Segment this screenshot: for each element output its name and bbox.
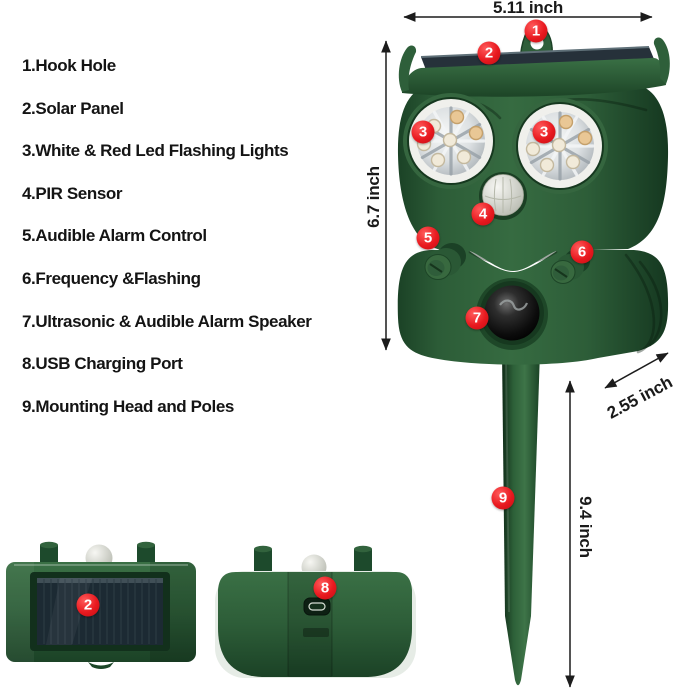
owl-device xyxy=(397,23,670,686)
feature-mounting-poles: 9.Mounting Head and Poles xyxy=(22,396,234,416)
solar-panel-top xyxy=(398,37,670,97)
callout-alarm-control: 5 xyxy=(416,226,440,250)
feature-pir-sensor: 4.PIR Sensor xyxy=(22,183,123,203)
back-view-solar xyxy=(6,541,196,669)
bottom-view-knob-left xyxy=(254,549,272,572)
back-view-knob-left xyxy=(40,545,58,563)
feature-usb-port: 8.USB Charging Port xyxy=(22,354,183,374)
led-eye-right xyxy=(512,98,608,194)
feature-led-lights: 3.White & Red Led Flashing Lights xyxy=(22,141,289,161)
mounting-stake xyxy=(502,352,540,686)
callout-led-left: 3 xyxy=(411,120,435,144)
alarm-speaker xyxy=(476,278,548,350)
callout-frequency-flashing: 6 xyxy=(570,240,594,264)
callout-led-right: 3 xyxy=(532,120,556,144)
bottom-view-usb xyxy=(215,545,416,678)
depth-arrow xyxy=(604,352,669,389)
feature-frequency-flashing: 6.Frequency &Flashing xyxy=(22,268,201,288)
feature-speaker: 7.Ultrasonic & Audible Alarm Speaker xyxy=(22,311,312,331)
callout-solar-panel-top: 2 xyxy=(477,41,501,65)
dimension-arrows xyxy=(381,12,669,688)
feature-solar-panel: 2.Solar Panel xyxy=(22,98,124,118)
dimension-pole-label: 9.4 inch xyxy=(576,496,595,558)
bottom-view-knob-right xyxy=(354,549,372,572)
callout-hook-hole: 1 xyxy=(524,19,548,43)
knob-alarm-control xyxy=(424,243,466,280)
callout-pir-sensor: 4 xyxy=(471,202,495,226)
feature-list: 1.Hook Hole 2.Solar Panel 3.White & Red … xyxy=(22,56,312,439)
usb-charging-port xyxy=(303,597,331,637)
callout-mounting-pole: 9 xyxy=(491,486,515,510)
feature-alarm-control: 5.Audible Alarm Control xyxy=(22,226,207,246)
dimension-height-label: 6.7 inch xyxy=(364,166,383,228)
callout-solar-panel-back: 2 xyxy=(76,593,100,617)
feature-hook-hole: 1.Hook Hole xyxy=(22,56,116,75)
solar-panel-back xyxy=(30,572,170,651)
dimension-width-label: 5.11 inch xyxy=(492,0,564,17)
callout-usb-port: 8 xyxy=(313,576,337,600)
callout-speaker: 7 xyxy=(465,306,489,330)
led-eye-left xyxy=(403,93,499,189)
back-view-knob-right xyxy=(137,545,155,563)
